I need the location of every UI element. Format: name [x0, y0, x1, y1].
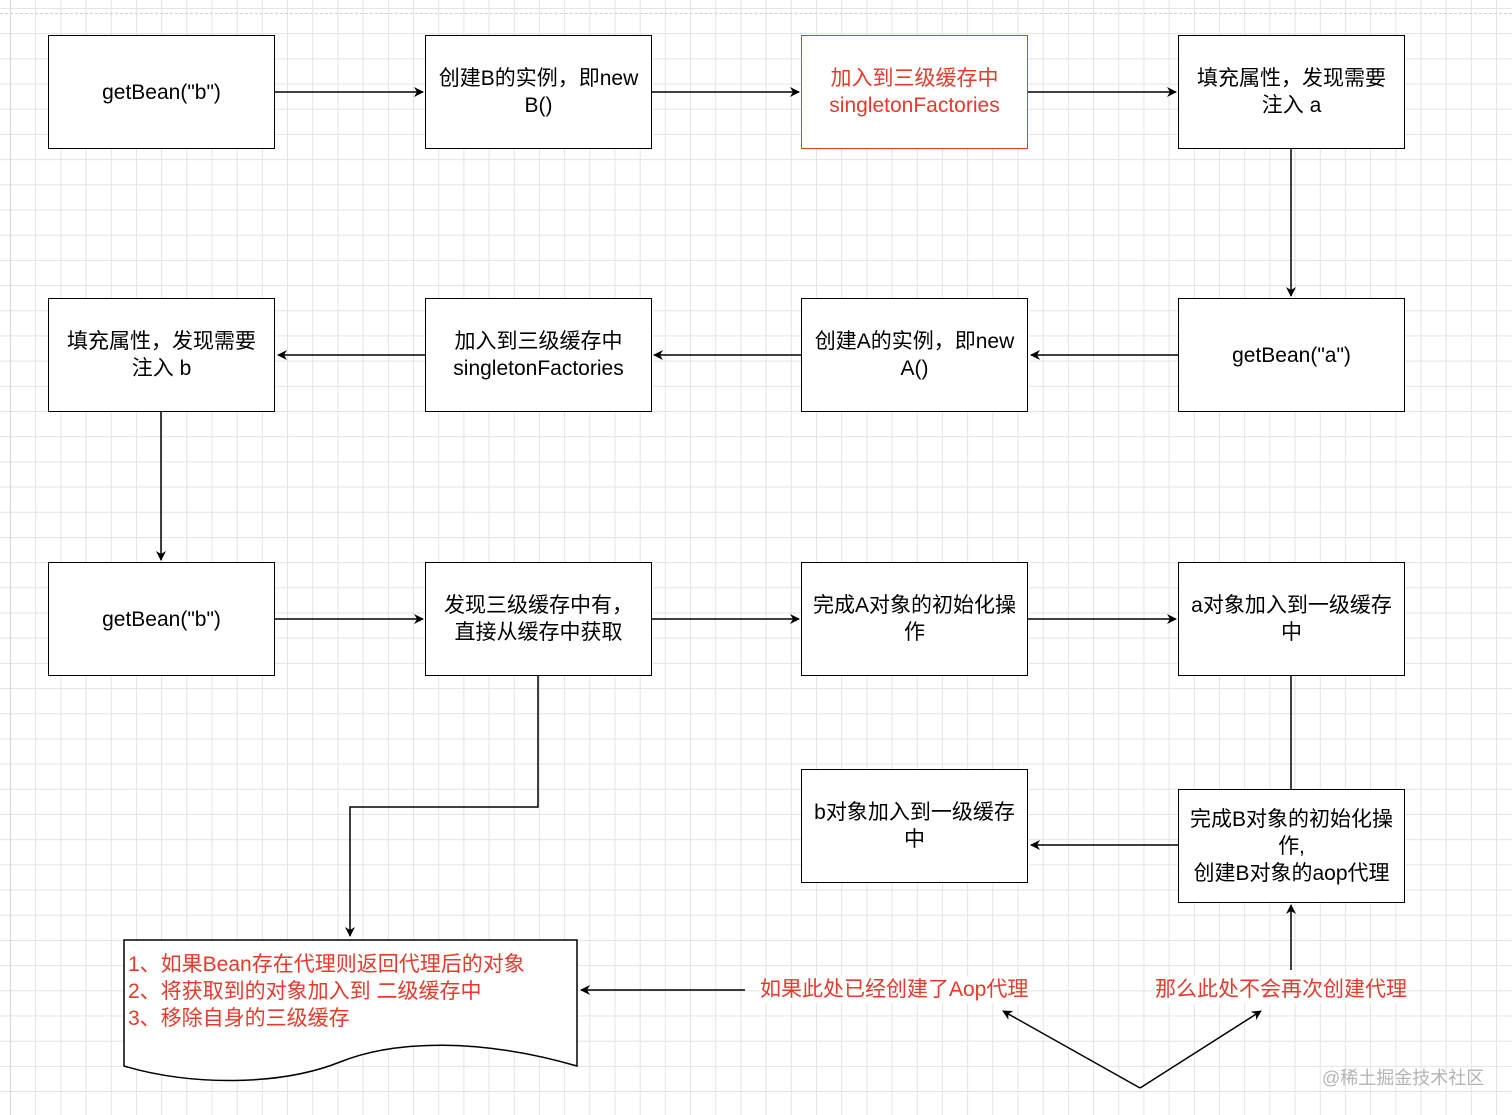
- node-label: getBean("b"): [102, 80, 221, 104]
- node-populate-inject-a: 填充属性，发现需要 注入 a: [1178, 35, 1405, 149]
- node-a-to-level-one-cache: a对象加入到一级缓存 中: [1178, 562, 1405, 676]
- node-getbean-b-row3: getBean("b"): [48, 562, 275, 676]
- node-add-to-three-level-cache-a: 加入到三级缓存中 singletonFactories: [425, 298, 652, 412]
- node-label: 完成B对象的初始化操 作, 创建B对象的aop代理: [1189, 807, 1393, 885]
- label-if-aop-created: 如果此处已经创建了Aop代理: [760, 976, 1029, 1003]
- document-line-3: 3、移除自身的三级缓存: [128, 1007, 350, 1030]
- node-label: b对象加入到一级缓存 中: [814, 801, 1015, 851]
- node-create-b-instance: 创建B的实例，即new B(): [425, 35, 652, 149]
- document-shape: [123, 939, 578, 1082]
- node-label: getBean("a"): [1232, 343, 1351, 367]
- label-no-create-again: 那么此处不会再次创建代理: [1155, 976, 1407, 1003]
- node-finish-b-init-aop: 完成B对象的初始化操 作, 创建B对象的aop代理: [1178, 789, 1405, 903]
- node-label: 创建B的实例，即new B(): [438, 67, 639, 117]
- document-text: 1、如果Bean存在代理则返回代理后的对象 2、将获取到的对象加入到 二级缓存中…: [128, 951, 525, 1032]
- document-line-2: 2、将获取到的对象加入到 二级缓存中: [128, 980, 482, 1003]
- page-top-border: [0, 13, 1512, 14]
- node-label: getBean("b"): [102, 607, 221, 631]
- node-label: a对象加入到一级缓存 中: [1191, 594, 1392, 644]
- node-b-to-level-one-cache: b对象加入到一级缓存 中: [801, 769, 1028, 883]
- node-label: 加入到三级缓存中 singletonFactories: [829, 67, 1000, 117]
- node-label: 发现三级缓存中有， 直接从缓存中获取: [444, 594, 633, 644]
- watermark: @稀土掘金技术社区: [1322, 1068, 1485, 1088]
- node-add-to-three-level-cache-b: 加入到三级缓存中 singletonFactories: [801, 35, 1028, 149]
- node-label: 创建A的实例，即new A(): [814, 330, 1015, 380]
- page-left-border: [10, 0, 11, 1115]
- node-label: 加入到三级缓存中 singletonFactories: [453, 330, 624, 380]
- node-found-in-three-level-cache: 发现三级缓存中有， 直接从缓存中获取: [425, 562, 652, 676]
- edge-found-to-document: [345, 676, 539, 937]
- node-finish-a-init: 完成A对象的初始化操 作: [801, 562, 1028, 676]
- node-create-a-instance: 创建A的实例，即new A(): [801, 298, 1028, 412]
- node-label: 填充属性，发现需要 注入 b: [67, 330, 256, 380]
- node-populate-inject-b: 填充属性，发现需要 注入 b: [48, 298, 275, 412]
- node-getbean-a: getBean("a"): [1178, 298, 1405, 412]
- document-line-1: 1、如果Bean存在代理则返回代理后的对象: [128, 953, 525, 976]
- node-label: 完成A对象的初始化操 作: [812, 594, 1016, 644]
- node-getbean-b-row1: getBean("b"): [48, 35, 275, 149]
- edge-v-to-left-label: [1002, 1010, 1141, 1089]
- node-label: 填充属性，发现需要 注入 a: [1197, 67, 1386, 117]
- edge-v-to-right-label: [1139, 1010, 1262, 1089]
